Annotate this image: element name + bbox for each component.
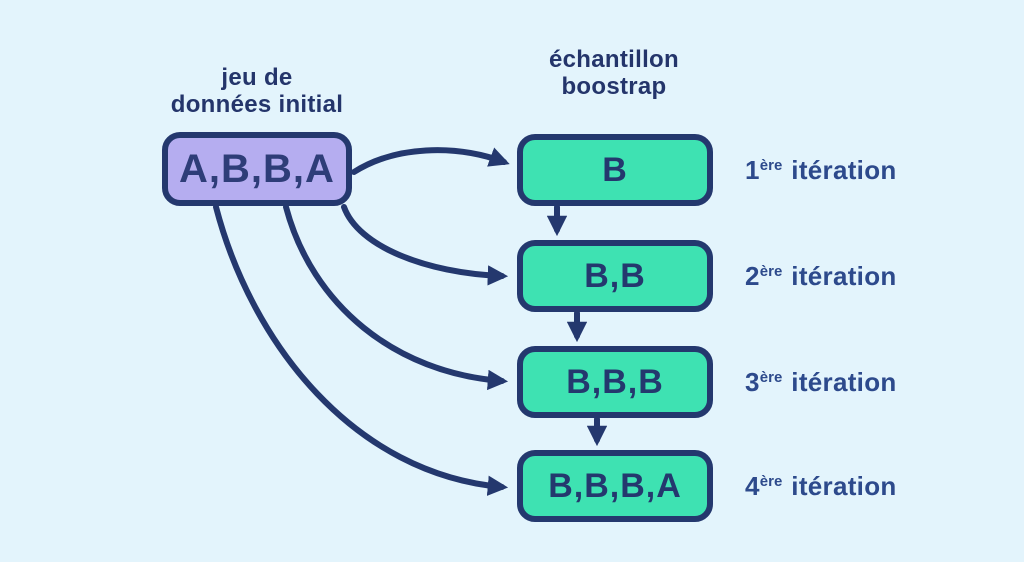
sample-value-iteration-1: B <box>602 150 628 189</box>
iteration-word-2: itération <box>791 261 897 291</box>
curved-arrow-initial-to-iter2 <box>341 204 509 286</box>
iteration-label-3: 3ère itération <box>745 366 985 398</box>
bootstrap-sample-header: échantillon boostrap <box>494 46 734 100</box>
initial-dataset-header: jeu de données initial <box>138 64 376 118</box>
iteration-ordinal-1: 1 <box>745 155 760 185</box>
iteration-ordinal-suffix-4: ère <box>759 473 783 490</box>
sample-box-iteration-1: B <box>517 134 713 206</box>
sample-value-iteration-4: B,B,B,A <box>548 466 682 505</box>
curved-arrow-initial-to-iter4 <box>213 204 509 496</box>
iteration-word-3: itération <box>791 367 897 397</box>
curved-arrow-initial-to-iter1 <box>351 147 510 175</box>
sample-box-iteration-4: B,B,B,A <box>517 450 713 522</box>
iteration-ordinal-suffix-2: ère <box>759 263 783 280</box>
iteration-label-1: 1ère itération <box>745 154 985 186</box>
iteration-ordinal-2: 2 <box>745 261 760 291</box>
sample-value-iteration-2: B,B <box>584 256 646 295</box>
iteration-label-2: 2ère itération <box>745 260 985 292</box>
sample-value-iteration-3: B,B,B <box>566 362 664 401</box>
iteration-label-4: 4ère itération <box>745 470 985 502</box>
initial-dataset-header-line1: jeu de <box>221 64 293 91</box>
initial-dataset-value: A,B,B,A <box>179 146 335 191</box>
iteration-word-1: itération <box>791 155 897 185</box>
bootstrap-sample-header-line2: boostrap <box>561 73 667 100</box>
initial-dataset-box: A,B,B,A <box>162 132 352 206</box>
curved-arrow-initial-to-iter3 <box>283 204 509 391</box>
bootstrap-sample-header-line1: échantillon <box>549 46 679 73</box>
sample-box-iteration-3: B,B,B <box>517 346 713 418</box>
iteration-ordinal-suffix-1: ère <box>759 157 783 174</box>
iteration-ordinal-suffix-3: ère <box>759 369 783 386</box>
iteration-ordinal-4: 4 <box>745 471 760 501</box>
iteration-ordinal-3: 3 <box>745 367 760 397</box>
iteration-word-4: itération <box>791 471 897 501</box>
initial-dataset-header-line2: données initial <box>170 91 344 118</box>
sample-box-iteration-2: B,B <box>517 240 713 312</box>
